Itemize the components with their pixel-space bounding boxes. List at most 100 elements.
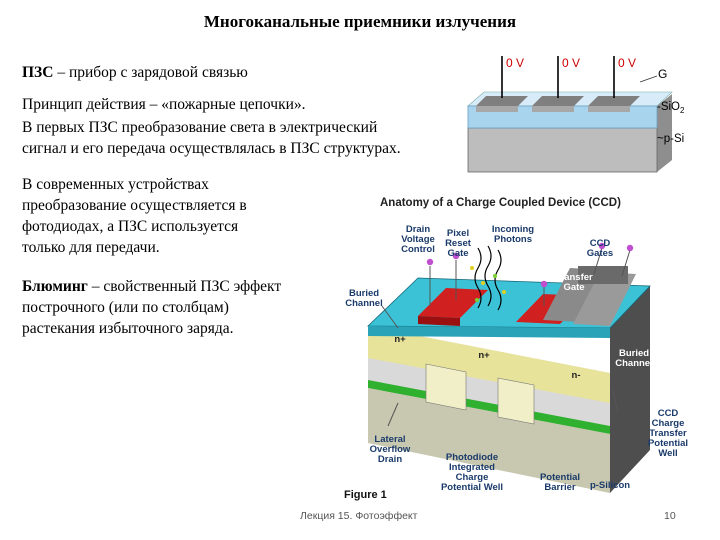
label-p-silicon: p-Silicon — [590, 480, 630, 491]
label-line: Charge — [456, 472, 489, 483]
voltage-label: 0 V — [618, 56, 636, 70]
photon-dot — [481, 281, 485, 285]
label-line: Drain — [406, 224, 430, 235]
ccd-gate-top — [578, 266, 628, 284]
text-line: В первых ПЗС преобразование света в элек… — [22, 119, 378, 136]
label-line: Overflow — [370, 444, 411, 455]
term-pzs: ПЗС — [22, 64, 54, 81]
label-line: Incoming — [492, 224, 534, 235]
label-line: Channel — [615, 358, 652, 369]
label-line: Pixel — [447, 228, 469, 239]
paragraph-ccd-definition: ПЗС – прибор с зарядовой связью — [22, 62, 452, 83]
photon-dot — [493, 274, 497, 278]
label-line: Buried — [349, 288, 379, 299]
pixel-reset-gate-front — [418, 316, 460, 326]
photon-wave — [474, 247, 482, 309]
label-g: G — [658, 67, 667, 81]
leader-line — [381, 305, 399, 329]
transfer-well — [497, 377, 535, 425]
label-line: Potential Well — [441, 482, 503, 493]
photon-rays — [470, 245, 506, 311]
photon-dot — [502, 290, 506, 294]
pin — [452, 252, 460, 260]
voltage-label: 0 V — [506, 56, 524, 70]
leader-lines — [381, 247, 631, 427]
gate-electrode — [532, 96, 584, 106]
leader-line — [612, 389, 619, 414]
page-number: 10 — [664, 510, 676, 522]
text-line: Блюминг – свойственный ПЗС эффект — [22, 276, 332, 297]
pins — [426, 242, 634, 288]
pin — [626, 244, 634, 252]
term-blooming: Блюминг — [22, 278, 88, 295]
label-line: Gate — [563, 282, 584, 293]
label-line: Channel — [345, 298, 382, 309]
p-si-substrate — [467, 127, 658, 173]
label-line: Photodiode — [446, 452, 498, 463]
voltage-label: 0 V — [562, 56, 580, 70]
label-n-plus-center: n+ — [478, 350, 490, 361]
paragraph-principle: Принцип действия – «пожарные цепочки». — [22, 96, 306, 113]
blooming-def-text: – свойственный ПЗС эффект — [87, 278, 282, 295]
definition-text: – прибор с зарядовой связью — [53, 64, 248, 81]
paragraph-blooming: Блюминг – свойственный ПЗС эффект постро… — [22, 276, 332, 339]
label-line: Well — [658, 448, 677, 459]
label-line: Gate — [447, 248, 468, 259]
gate-electrodes — [476, 96, 640, 112]
label-line: Drain — [378, 454, 402, 465]
yellow-n-layer — [368, 326, 610, 403]
label-p-si: ~p-Si — [657, 133, 684, 145]
text-line: В современных устройствах — [22, 176, 209, 193]
text-line: фотодиодах, а ПЗС используется — [22, 218, 239, 235]
slide-title: Многоканальные приемники излучения — [203, 12, 517, 31]
photon-dot — [475, 298, 479, 302]
label-sio2-sub: 2 — [680, 106, 685, 115]
label-line: Control — [401, 244, 435, 255]
leader-line — [593, 247, 603, 275]
text-line: построчного (или по столбцам) — [22, 299, 229, 316]
photon-dot — [470, 266, 474, 270]
paragraph-modern-devices: В современных устройствах преобразование… — [22, 174, 322, 258]
figure-caption: Figure 1 — [344, 489, 387, 501]
gate-electrode-front — [532, 106, 574, 112]
gate-electrode — [588, 96, 640, 106]
ccd-anatomy-figure: Anatomy of a Charge Coupled Device (CCD) — [344, 197, 688, 501]
gate-electrode — [476, 96, 528, 106]
p-silicon-front — [368, 388, 610, 493]
oxide-edge — [368, 326, 610, 338]
pin — [598, 242, 606, 250]
label-line: Photons — [494, 234, 532, 245]
leader-line — [387, 402, 399, 427]
label-line: Reset — [445, 238, 472, 249]
label-line: Potential — [648, 438, 688, 449]
label-line: Integrated — [449, 462, 495, 473]
label-line: CCD — [590, 238, 611, 249]
label-line: Charge — [652, 418, 685, 429]
slide-footer: Лекция 15. Фотоэффект 10 — [0, 510, 720, 530]
text-line: сигнал и его передача осуществлялась в П… — [22, 140, 401, 157]
figure-title: Anatomy of a Charge Coupled Device (CCD) — [380, 197, 621, 209]
photodiode-well — [425, 363, 467, 411]
paragraph-early-ccd: В первых ПЗС преобразование света в элек… — [22, 117, 472, 159]
mos-ccd-diagram: 0 V 0 V 0 V G -SiO2 ~p-Si — [467, 56, 685, 173]
label-line: Gates — [587, 248, 613, 259]
text-line: растекания избыточного заряда. — [22, 320, 234, 337]
label-sio2: -SiO2 — [657, 101, 685, 115]
label-line: Transfer — [555, 272, 593, 283]
label-line: Potential — [540, 472, 580, 483]
device-side-face — [610, 286, 650, 493]
label-line: Buried — [619, 348, 649, 359]
pin — [426, 258, 434, 266]
photon-wave — [484, 245, 492, 307]
footer-lecture-title: Лекция 15. Фотоэффект — [300, 510, 418, 522]
label-line: CCD — [658, 408, 679, 419]
